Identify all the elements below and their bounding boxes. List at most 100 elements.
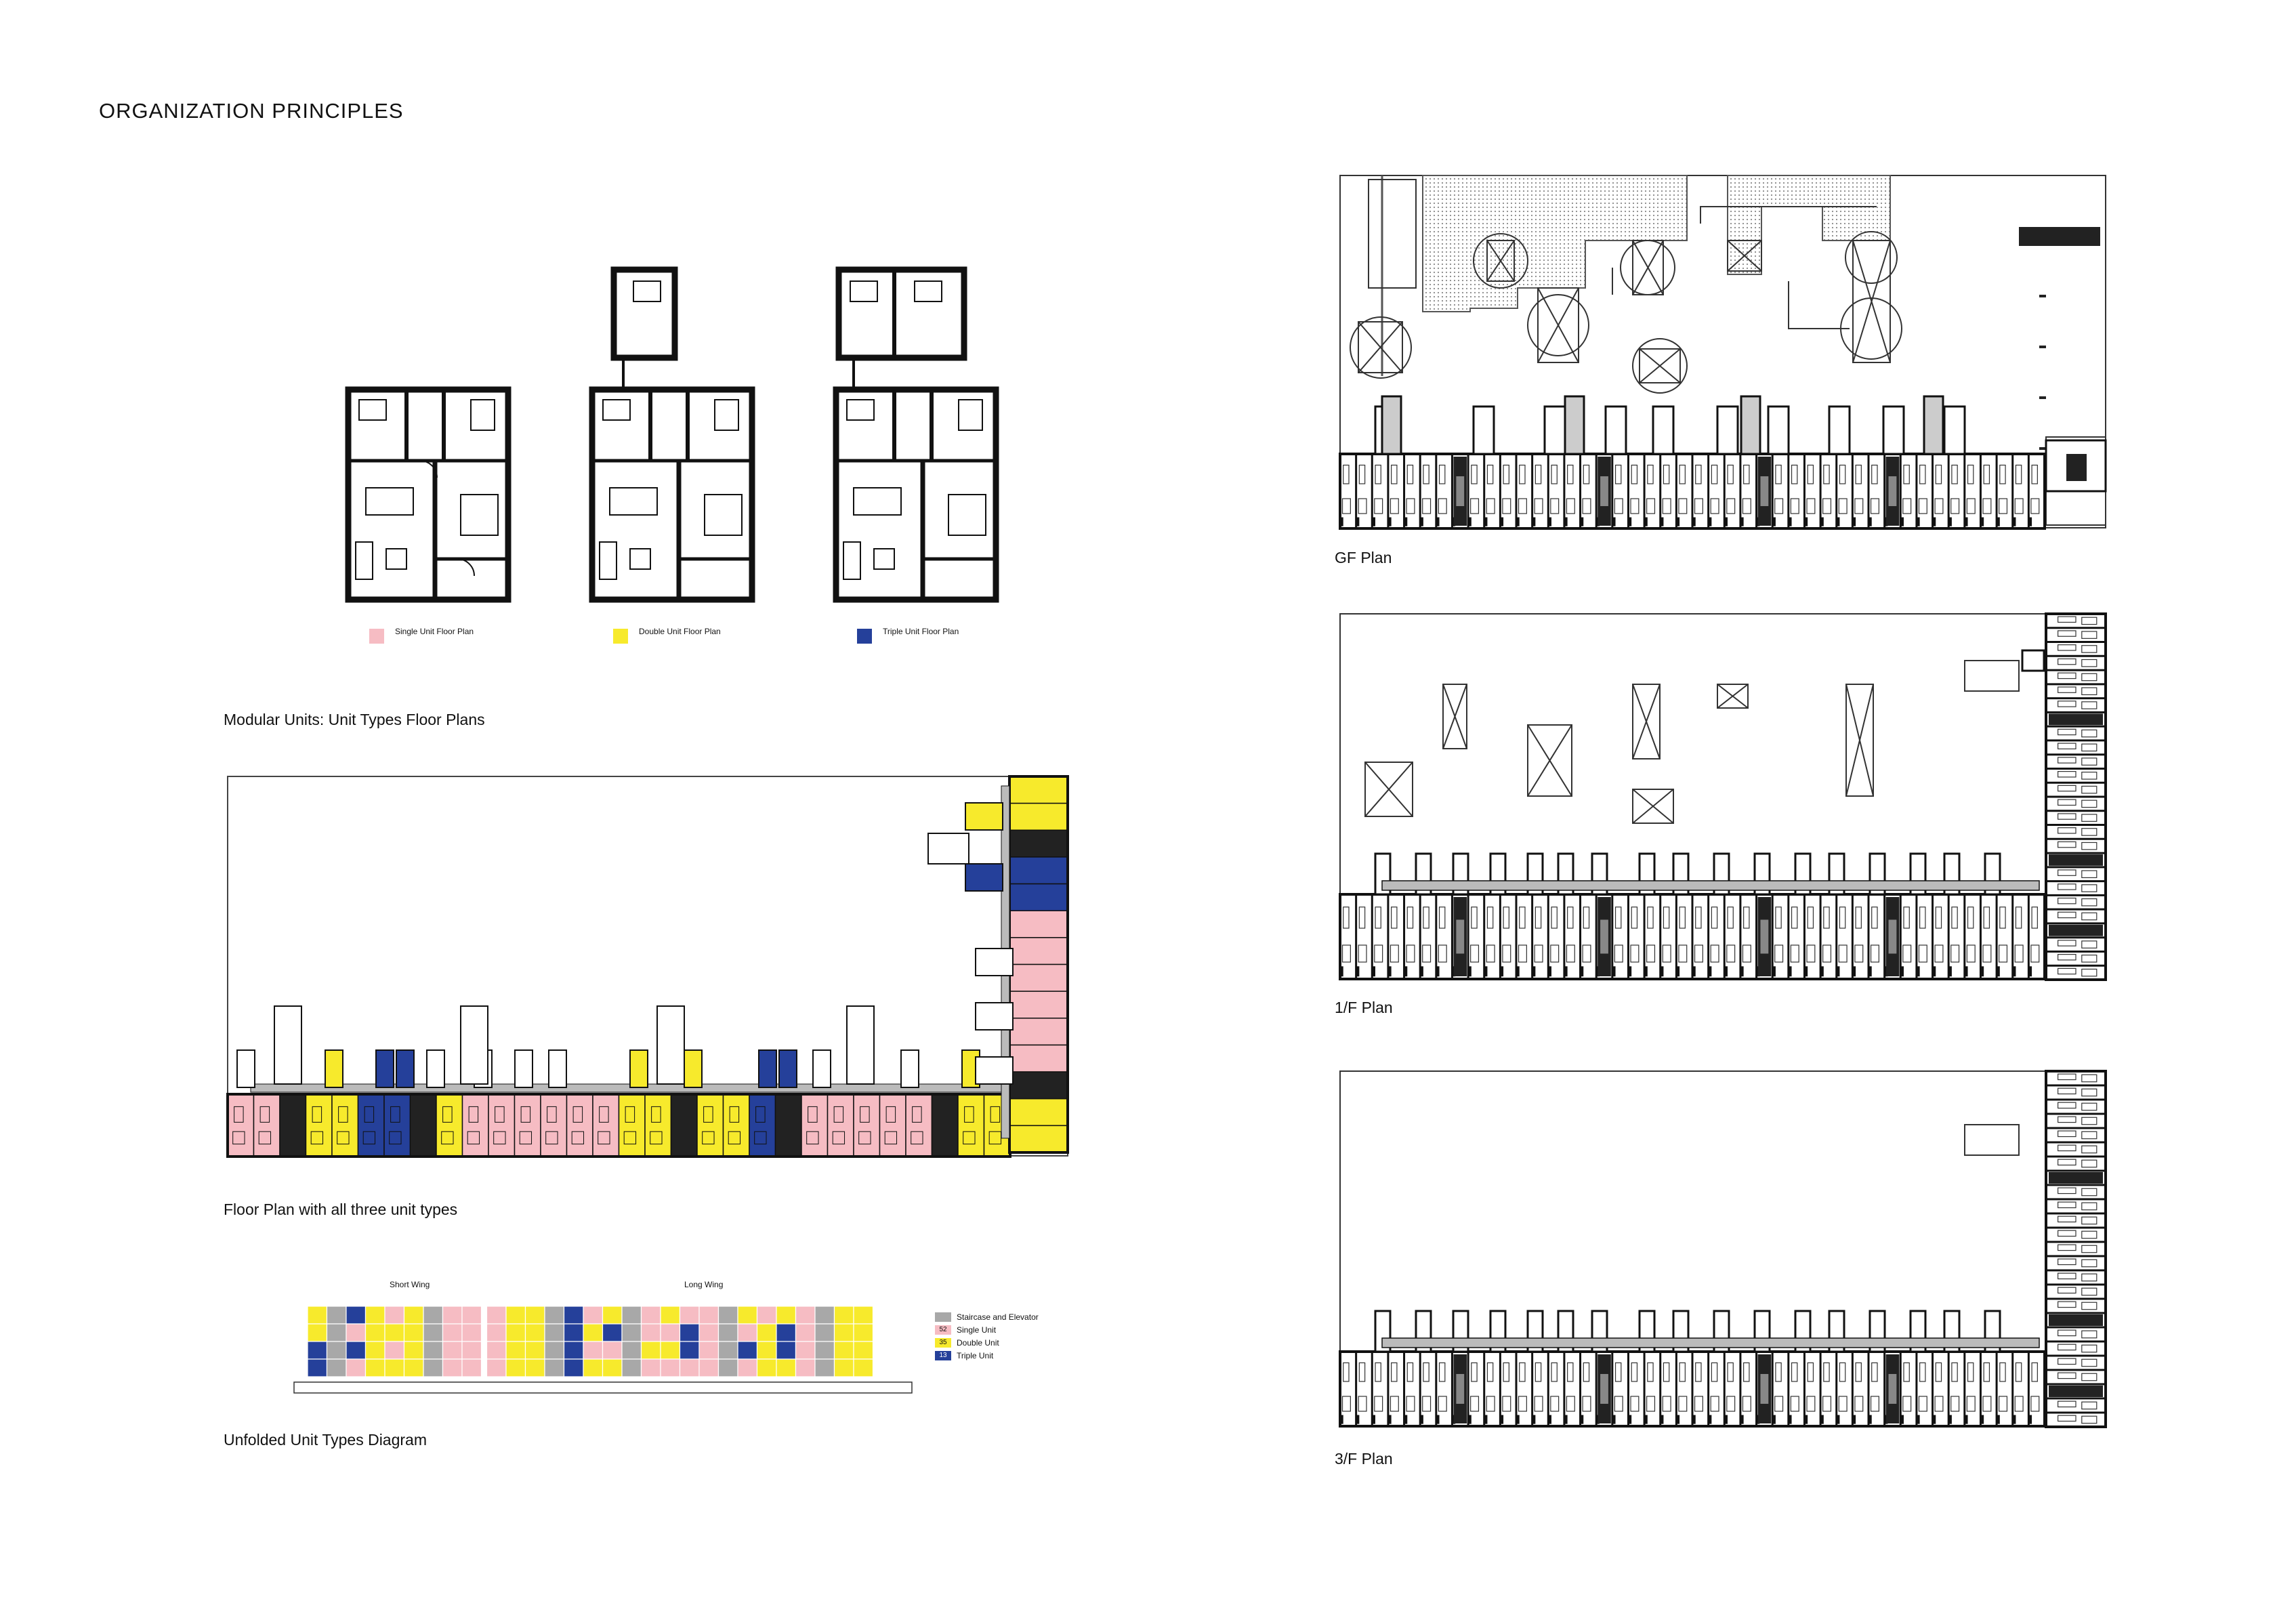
furniture xyxy=(389,1131,402,1145)
colored-appendage xyxy=(236,1049,255,1088)
furniture xyxy=(1839,1362,1846,1382)
unfolded-cell xyxy=(717,1323,738,1342)
column xyxy=(1981,1415,1984,1424)
column xyxy=(1901,517,1904,526)
furniture xyxy=(1535,1362,1542,1382)
furniture xyxy=(806,1131,819,1145)
furniture xyxy=(1503,1362,1509,1382)
column xyxy=(1404,517,1408,526)
column xyxy=(1933,1415,1936,1424)
colored-unit xyxy=(253,1094,280,1157)
column xyxy=(1484,1415,1488,1424)
column xyxy=(1901,966,1904,977)
furniture xyxy=(1390,1396,1399,1412)
column xyxy=(1613,517,1616,526)
column xyxy=(1565,1415,1568,1424)
furniture xyxy=(1822,944,1832,963)
colored-unit xyxy=(774,1094,802,1157)
column xyxy=(1677,966,1680,977)
furniture xyxy=(2081,659,2097,667)
single-swatch xyxy=(369,629,384,644)
furniture xyxy=(1566,1396,1575,1412)
furniture xyxy=(1406,498,1415,514)
colored-unit xyxy=(357,1094,385,1157)
furniture xyxy=(599,1106,609,1123)
furniture xyxy=(1743,1362,1750,1382)
furniture xyxy=(547,1106,557,1123)
furniture xyxy=(1726,498,1736,514)
furniture xyxy=(1999,944,2008,963)
unfolded-cell xyxy=(505,1358,526,1377)
furniture xyxy=(1727,1362,1734,1382)
furniture xyxy=(2081,1145,2097,1154)
furniture xyxy=(1630,498,1640,514)
furniture xyxy=(2057,672,2076,680)
furniture xyxy=(2057,1244,2076,1251)
stair-core-inner xyxy=(1600,476,1608,506)
furniture xyxy=(964,1106,974,1123)
furniture xyxy=(1774,498,1784,514)
unfolded-cell xyxy=(403,1306,424,1325)
furniture xyxy=(884,1131,898,1145)
unit-appendage xyxy=(2021,649,2045,672)
furniture xyxy=(2057,1358,2076,1365)
furniture xyxy=(1918,498,1927,514)
unfolded-cell xyxy=(602,1341,623,1360)
unfolded-legend: Staircase and Elevator 52 Single Unit 35… xyxy=(935,1310,1039,1362)
caption-gf: GF Plan xyxy=(1335,549,1392,566)
furniture xyxy=(1950,498,1960,514)
furniture xyxy=(2057,644,2076,651)
colored-unit xyxy=(331,1094,359,1157)
furniture xyxy=(338,1106,348,1123)
unfolded-cell xyxy=(364,1306,385,1325)
unfolded-cell xyxy=(563,1358,584,1377)
column xyxy=(1709,1415,1712,1424)
furniture xyxy=(1727,464,1734,484)
furniture xyxy=(1583,1362,1590,1382)
furniture xyxy=(1999,1362,2006,1382)
unfolded-cell xyxy=(795,1358,816,1377)
corridor-core xyxy=(1740,395,1761,455)
column xyxy=(1917,1415,1920,1424)
furniture xyxy=(2057,686,2076,693)
unfolded-cell xyxy=(776,1358,797,1377)
column xyxy=(1725,1415,1728,1424)
unfolded-cell xyxy=(461,1306,482,1325)
furniture xyxy=(2014,1396,2024,1412)
furniture xyxy=(1374,498,1383,514)
furniture xyxy=(728,1131,741,1145)
furniture xyxy=(2057,728,2076,736)
furniture xyxy=(1662,1396,1671,1412)
unfolded-unit-diagram xyxy=(293,1306,913,1394)
furniture xyxy=(833,1106,844,1123)
column xyxy=(1709,966,1712,977)
furniture xyxy=(2081,1330,2097,1339)
furniture xyxy=(1711,464,1718,484)
unfolded-cell xyxy=(524,1306,545,1325)
unfolded-cell xyxy=(544,1358,565,1377)
furniture xyxy=(2081,785,2097,794)
furniture xyxy=(1423,907,1429,929)
furniture xyxy=(1567,907,1574,929)
furniture xyxy=(1551,1362,1558,1382)
furniture xyxy=(598,1131,610,1145)
unfolded-cell xyxy=(737,1323,758,1342)
unfolded-cell xyxy=(364,1358,385,1377)
furniture xyxy=(1358,498,1367,514)
unfolded-cell xyxy=(737,1341,758,1360)
unfolded-cell xyxy=(544,1306,565,1325)
furniture xyxy=(390,1106,400,1123)
furniture xyxy=(2057,897,2076,904)
colored-unit xyxy=(540,1094,568,1157)
unfolded-cell xyxy=(660,1358,681,1377)
unfolded-cell xyxy=(795,1306,816,1325)
colored-unit xyxy=(592,1094,620,1157)
column xyxy=(1356,1415,1360,1424)
column xyxy=(1341,966,1343,977)
unfolded-cell xyxy=(346,1358,367,1377)
furniture xyxy=(1614,1396,1623,1412)
furniture xyxy=(1966,498,1976,514)
column xyxy=(1661,517,1664,526)
colored-appendage xyxy=(975,1002,1014,1030)
furniture xyxy=(1823,907,1830,929)
